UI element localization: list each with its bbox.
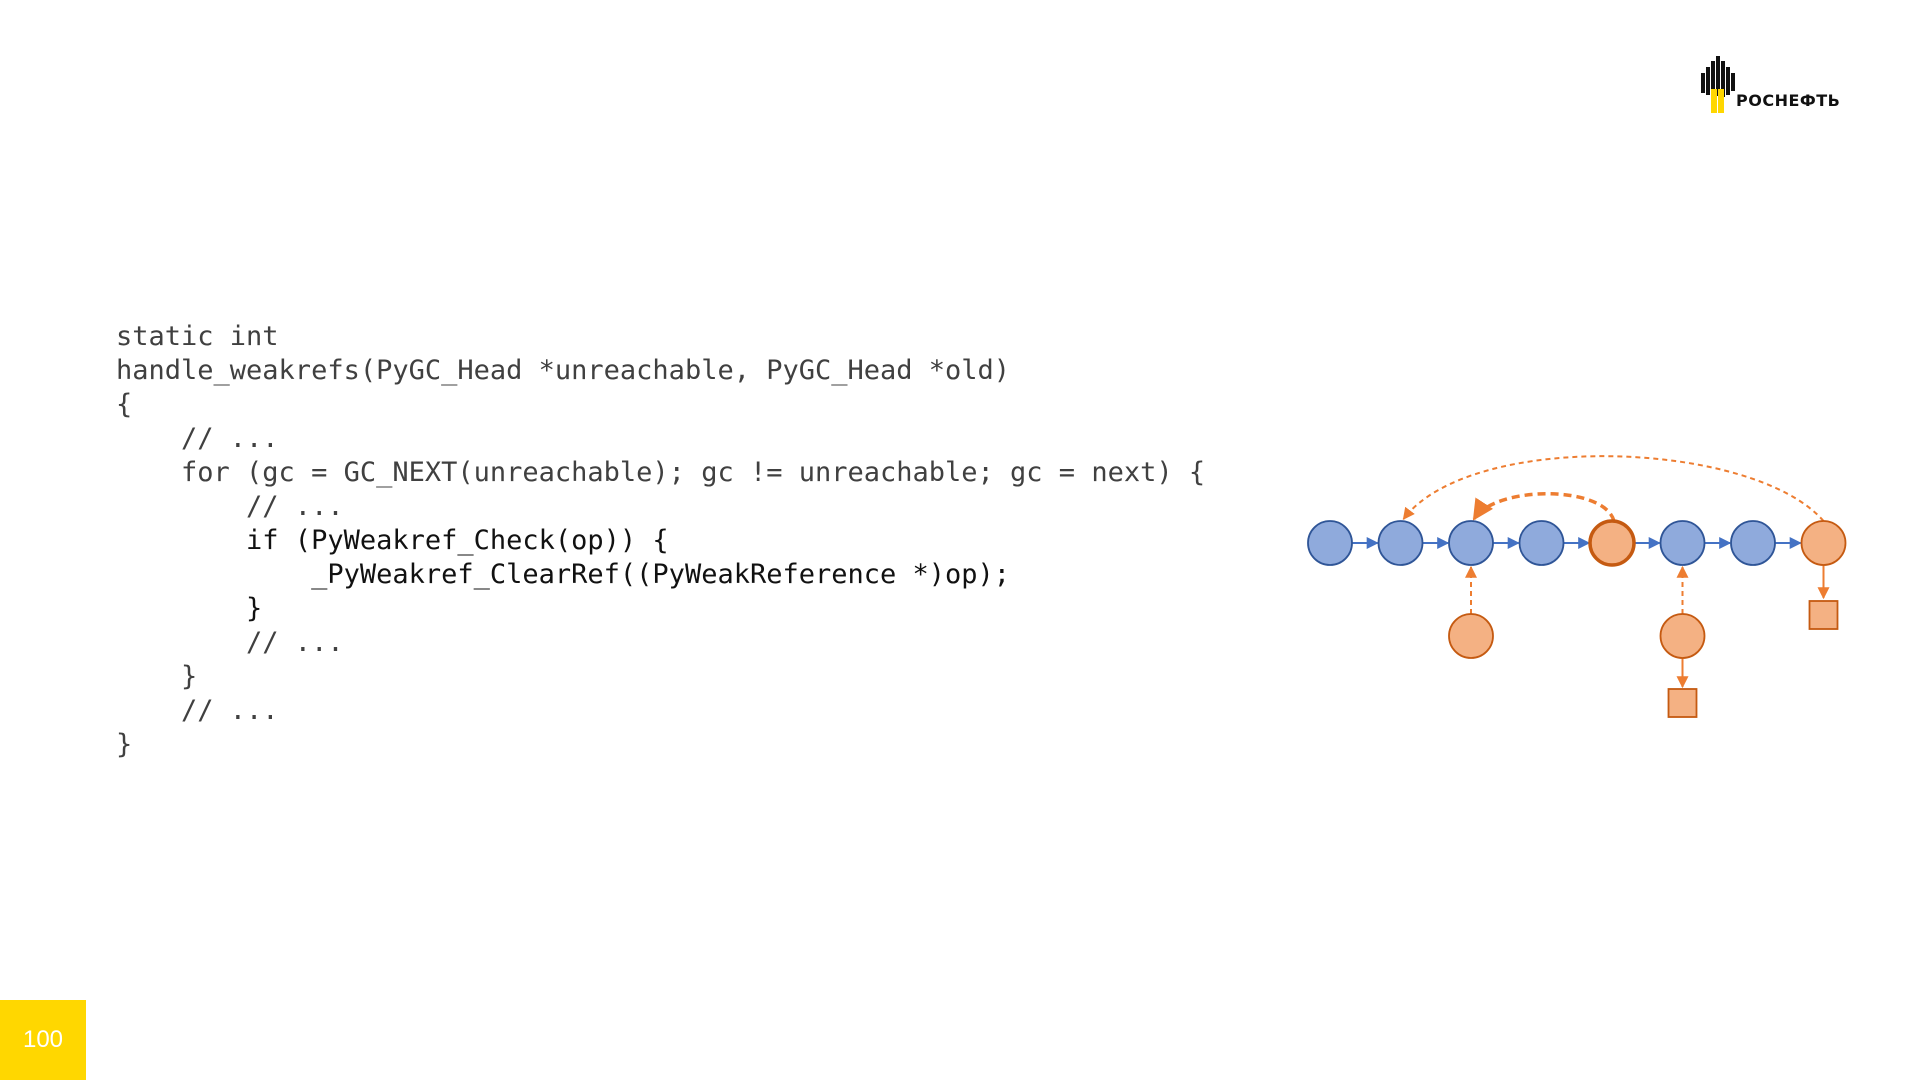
code-line: } bbox=[116, 661, 198, 692]
code-line: // ... bbox=[116, 627, 344, 658]
chain-node bbox=[1800, 520, 1847, 566]
weakref-node bbox=[1448, 613, 1494, 659]
weakref-node bbox=[1659, 613, 1706, 659]
code-line: // ... bbox=[116, 491, 344, 522]
weakref-arc-arrow bbox=[1402, 455, 1825, 522]
code-line: } bbox=[116, 729, 133, 760]
chain-node bbox=[1307, 520, 1353, 566]
callback-square bbox=[1667, 688, 1698, 718]
code-line: // ... bbox=[116, 695, 279, 726]
code-line: // ... bbox=[116, 423, 279, 454]
chain-node bbox=[1659, 520, 1706, 566]
chain-node bbox=[1588, 519, 1636, 567]
code-line: } bbox=[116, 593, 263, 624]
rosneft-flame-icon bbox=[1701, 56, 1735, 113]
weakref-arc-arrow bbox=[1472, 492, 1616, 522]
page-number: 100 bbox=[0, 1000, 86, 1080]
code-line: if (PyWeakref_Check(op)) { bbox=[116, 525, 669, 556]
logo-text: РОСНЕФТЬ bbox=[1736, 91, 1841, 110]
chain-node bbox=[1518, 520, 1565, 566]
code-line: { bbox=[116, 389, 133, 420]
code-line: handle_weakrefs(PyGC_Head *unreachable, … bbox=[116, 355, 1011, 386]
chain-node bbox=[1730, 520, 1776, 566]
chain-node bbox=[1448, 520, 1494, 566]
code-line: _PyWeakref_ClearRef((PyWeakReference *)o… bbox=[116, 559, 1011, 590]
gc-weakref-diagram bbox=[1307, 455, 1847, 718]
rosneft-logo: РОСНЕФТЬ bbox=[1698, 56, 1868, 116]
code-line: for (gc = GC_NEXT(unreachable); gc != un… bbox=[116, 457, 1206, 488]
code-line: static int bbox=[116, 321, 279, 352]
chain-node bbox=[1377, 520, 1424, 566]
callback-square bbox=[1808, 600, 1839, 630]
